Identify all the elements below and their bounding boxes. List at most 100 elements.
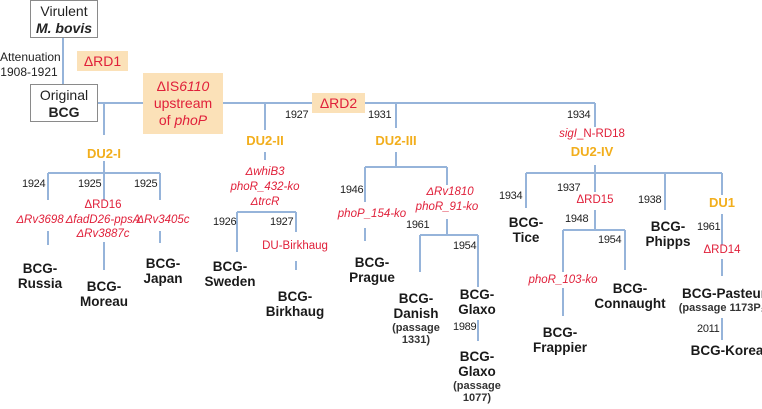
marker: ΔwhiB3: [245, 166, 285, 178]
marker: phoR_432-ko: [230, 181, 300, 193]
strain-bcg-tice: BCG-Tice: [508, 215, 544, 246]
year: 1938: [638, 194, 662, 206]
original-line1: Original: [39, 87, 89, 103]
strain-label-line: Japan: [143, 270, 183, 286]
marker: phoR_103-ko: [528, 274, 598, 286]
strain-label-line: Birkhaug: [265, 303, 325, 319]
marker: phoR_91-ko: [415, 201, 479, 213]
year: 1961: [697, 221, 721, 233]
original-line2: BCG: [48, 103, 80, 120]
strain-label-line: (passage 1173P₂): [678, 301, 762, 314]
rd1-deletion: ΔRD1: [77, 51, 128, 71]
year: 2011: [697, 323, 720, 335]
marker: phoP_154-ko: [337, 208, 407, 220]
year: 1937: [557, 182, 581, 194]
strain-label-line: Russia: [17, 275, 63, 291]
strain-label-line: BCG-: [22, 261, 58, 276]
is6110-upstream: upstream: [153, 94, 213, 111]
group-du2-ii: DU2-II: [246, 133, 284, 148]
strain-label-line: BCG-: [459, 349, 495, 364]
strain-label-line: BCG-: [212, 259, 248, 274]
attenuation-label: Attenuation: [0, 50, 61, 64]
is6110-delta: ΔIS: [156, 78, 180, 94]
strain-bcg-japan: BCG-Japan: [143, 256, 183, 287]
virulent-m-bovis-box: Virulent M. bovis: [30, 0, 98, 38]
year: 1925: [78, 178, 102, 190]
year: 1931: [368, 109, 392, 121]
strain-bcg-sweden: BCG-Sweden: [204, 259, 256, 290]
strain-label-line: 1077): [462, 391, 492, 404]
group-du2-iii: DU2-III: [375, 133, 417, 148]
strain-label-line: Sweden: [204, 273, 256, 289]
is6110-deletion: ΔIS6110 upstream of phoP: [143, 73, 223, 134]
is6110-num: 6110: [179, 78, 210, 94]
year: 1954: [598, 234, 622, 246]
rd2-deletion: ΔRD2: [312, 93, 365, 113]
is6110-gene: phoP: [174, 111, 208, 128]
marker: ΔRD14: [703, 244, 741, 256]
year: 1934: [567, 109, 591, 121]
root-species: M. bovis: [35, 19, 92, 36]
attenuation-years: 1908-1921: [0, 65, 58, 79]
strain-label-line: BCG-Korea: [690, 343, 762, 358]
marker: ΔRv1810: [426, 186, 474, 198]
year: 1948: [565, 213, 589, 225]
strain-label-line: BCG-: [542, 325, 578, 340]
strain-label-line: Glaxo: [458, 363, 496, 379]
group-du2-iv: DU2-IV: [570, 144, 614, 159]
group-du1: DU1: [708, 195, 736, 210]
marker: ΔRv3887c: [76, 228, 130, 240]
marker: DU-Birkhaug: [262, 240, 328, 252]
strain-bcg-glaxo: BCG-Glaxo: [458, 287, 496, 318]
strain-bcg-korea: BCG-Korea: [690, 343, 762, 359]
strain-bcg-phipps: BCG-Phipps: [645, 219, 691, 250]
year: 1927: [270, 216, 294, 228]
group-du2-i: DU2-I: [87, 146, 121, 161]
marker: ΔtrcR: [250, 196, 280, 208]
strain-bcg-prague: BCG-Prague: [349, 255, 395, 286]
strain-label-line: (passage: [392, 321, 440, 334]
strain-label-line: Moreau: [79, 293, 129, 309]
strain-bcg-frappier: BCG-Frappier: [532, 325, 588, 356]
strain-bcg-moreau: BCG-Moreau: [79, 279, 129, 310]
year: 1961: [406, 219, 430, 231]
marker: ΔRD15: [576, 194, 614, 206]
strain-label-line: Tice: [512, 229, 540, 245]
year: 1927: [285, 109, 309, 121]
strain-label-line: BCG-: [459, 287, 495, 302]
year: 1989: [453, 321, 477, 333]
year: 1954: [453, 240, 477, 252]
strain-label-line: Frappier: [532, 339, 588, 355]
strain-label-line: (passage: [453, 379, 501, 392]
strain-label-line: BCG-: [277, 289, 313, 304]
marker: sigI_N-RD18: [559, 128, 625, 141]
original-bcg-box: Original BCG: [30, 84, 98, 122]
year: 1925: [134, 178, 158, 190]
strain-label-line: BCG-: [354, 255, 390, 270]
strain-label-line: BCG-: [508, 215, 544, 230]
strain-label-line: Phipps: [645, 233, 691, 249]
attenuation-note: Attenuation 1908-1921: [0, 50, 61, 80]
strain-label-line: Glaxo: [458, 301, 496, 317]
strain-label-line: BCG-: [398, 291, 434, 306]
strain-label-line: Connaught: [594, 295, 666, 311]
strain-label-line: 1331): [401, 333, 431, 346]
marker: ΔRv3405c: [136, 214, 190, 226]
strain-label-line: Danish: [393, 305, 439, 321]
marker: ΔRD16: [84, 199, 122, 211]
strain-label-line: BCG-: [145, 256, 181, 271]
year: 1924: [22, 178, 46, 190]
root-line1: Virulent: [40, 3, 88, 19]
strain-label-line: BCG-: [86, 279, 122, 294]
marker-gene: sigI: [559, 128, 577, 140]
strain-bcg-connaught: BCG-Connaught: [594, 281, 666, 312]
is6110-of: of: [158, 111, 175, 128]
strain-label-line: Prague: [349, 269, 395, 285]
marker: ΔfadD26-ppsA: [65, 214, 141, 226]
strain-label-line: BCG-: [612, 281, 648, 296]
year: 1926: [213, 216, 237, 228]
strain-bcg-pasteur: BCG-Pasteur(passage 1173P₂): [678, 286, 762, 314]
